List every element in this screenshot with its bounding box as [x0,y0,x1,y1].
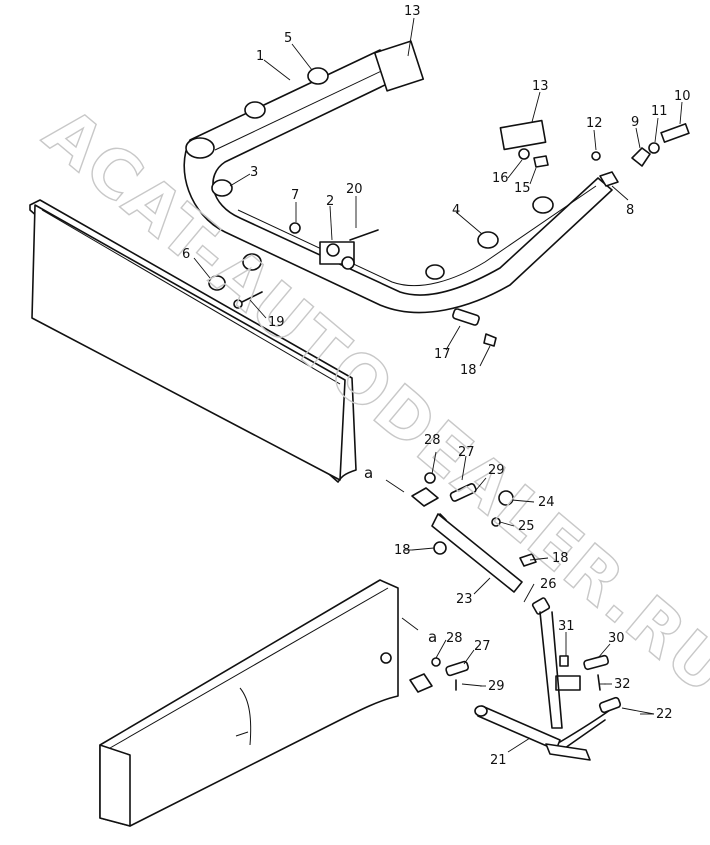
callout-18-right: 18 [552,551,569,566]
lower-arm [474,611,622,761]
label-dashes [404,549,654,715]
callout-29-lower: 29 [488,679,505,694]
leader-lines [193,17,683,753]
callout-24: 24 [538,495,555,510]
callout-5: 5 [284,31,292,46]
callout-labels: 13 5 1 3 7 20 2 4 6 19 17 18 13 12 9 11 … [182,4,691,768]
callout-1: 1 [256,49,264,64]
callout-31: 31 [558,619,575,634]
callout-28-lower: 28 [446,631,463,646]
callout-32: 32 [614,677,631,692]
c-frame [183,40,613,347]
callout-25: 25 [518,519,535,534]
callout-13: 13 [404,4,421,19]
callout-7: 7 [291,188,299,203]
detail-marker-a-lower: a [428,628,437,646]
callout-29-upper: 29 [488,463,505,478]
right-fastener-group [499,119,690,187]
callout-16: 16 [492,171,509,186]
callout-27-lower: 27 [474,639,491,654]
callout-2: 2 [326,194,334,209]
callout-26: 26 [540,577,557,592]
callout-13-right: 13 [532,79,549,94]
callout-12: 12 [586,116,603,131]
callout-19: 19 [268,315,285,330]
callout-18-left: 18 [394,543,411,558]
callout-6: 6 [182,247,190,262]
callout-22: 22 [656,707,673,722]
callout-28-upper: 28 [424,433,441,448]
callout-27-upper: 27 [458,445,475,460]
callout-3: 3 [250,165,258,180]
callout-11: 11 [651,104,668,119]
callout-8: 8 [626,203,634,218]
upper-blade [29,199,357,483]
callout-10: 10 [674,89,691,104]
callout-9: 9 [631,115,639,130]
callout-20: 20 [346,182,363,197]
callout-4: 4 [452,203,460,218]
detail-marker-a-upper: a [364,464,373,482]
callout-23: 23 [456,592,473,607]
tilt-cylinder-upper [411,472,551,615]
callout-18-upper: 18 [460,363,477,378]
lower-blade [99,579,470,827]
callout-17: 17 [434,347,451,362]
callout-21: 21 [490,753,507,768]
callout-30: 30 [608,631,625,646]
callout-15: 15 [514,181,531,196]
